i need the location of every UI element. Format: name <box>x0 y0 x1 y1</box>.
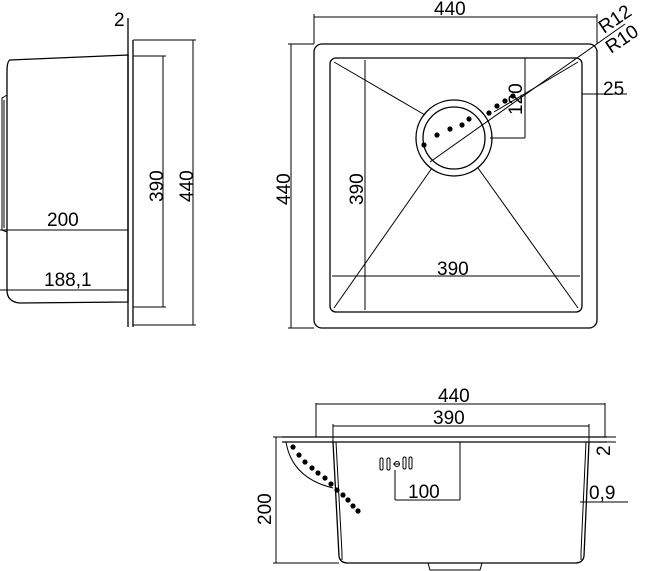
side-view-total-height-label: 440 <box>177 170 198 202</box>
top-view-bowl-height-label: 390 <box>347 173 368 205</box>
top-view: 440 440 R12 R10 25 120 390 390 <box>274 0 643 329</box>
top-view-flange-label: 25 <box>603 79 624 100</box>
top-view-width-label: 440 <box>434 0 466 20</box>
side-view-inner-depth-label: 188,1 <box>44 270 92 291</box>
front-view: 100 440 390 2 200 0,9 <box>255 386 628 571</box>
front-view-overflow-slots-icon <box>379 456 413 471</box>
top-view-drain-inner <box>422 106 486 170</box>
top-view-bowl <box>329 57 583 313</box>
front-view-drain-pipe <box>427 562 483 571</box>
front-view-wall-label: 0,9 <box>589 483 615 504</box>
top-view-drain-offset-label: 120 <box>506 83 527 115</box>
side-view: 2 390 440 200 188,1 <box>0 10 198 327</box>
front-view-bowl-width-label: 390 <box>433 408 465 429</box>
top-view-bowl-width-label: 390 <box>437 259 469 280</box>
top-view-slope-line <box>333 61 426 116</box>
side-view-thickness-label: 2 <box>114 10 125 31</box>
top-view-outer-rim <box>313 43 598 329</box>
front-view-total-width-label: 440 <box>438 386 470 407</box>
top-view-drain-outer <box>415 99 493 177</box>
side-view-drain-stub <box>1 94 8 233</box>
top-view-radius-leader <box>429 23 626 163</box>
front-view-depth-label: 200 <box>255 493 276 525</box>
front-view-arc <box>285 441 334 489</box>
side-view-bowl-height-label: 390 <box>147 170 168 202</box>
front-view-thickness-label: 2 <box>594 445 615 456</box>
side-view-body-outline <box>6 54 129 304</box>
top-view-height-label: 440 <box>274 173 295 205</box>
front-view-bowl-outline <box>332 441 590 564</box>
side-view-depth-label: 200 <box>47 210 79 231</box>
front-view-drain-offset-label: 100 <box>408 482 440 503</box>
